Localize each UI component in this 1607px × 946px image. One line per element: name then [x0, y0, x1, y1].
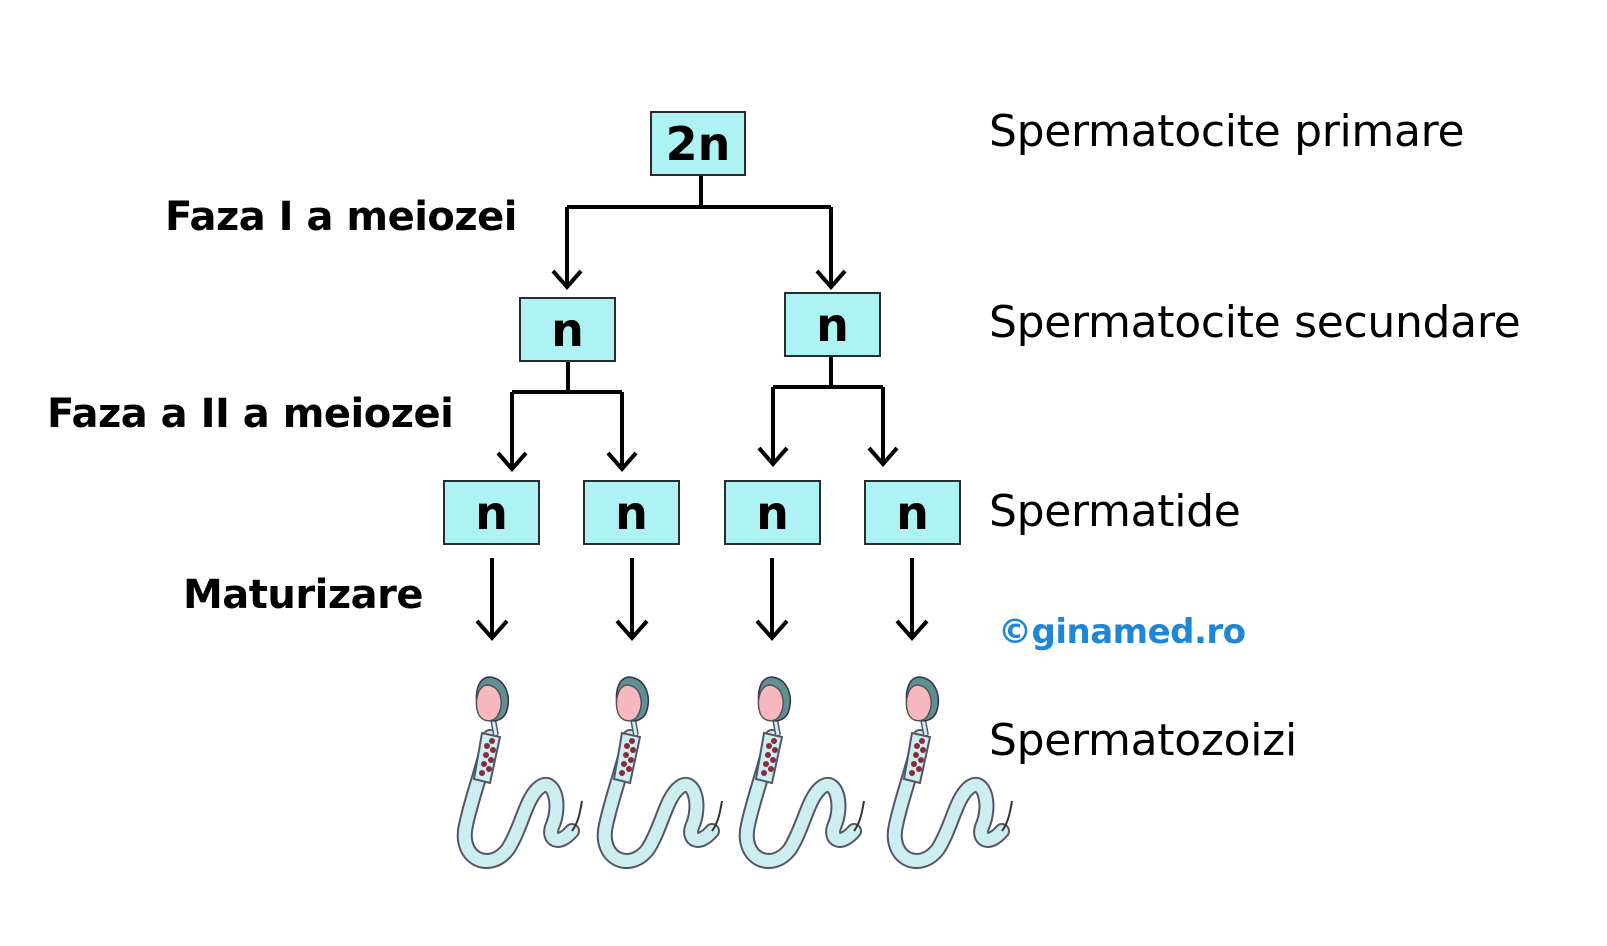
spermatozoon-icon-4 [895, 677, 1012, 861]
stage-label-primary: Spermatocite primare [989, 106, 1465, 157]
cell-box-secondary-left: n [519, 297, 616, 362]
stage-label-spermatids: Spermatide [989, 486, 1241, 537]
cell-box-primary: 2n [650, 111, 746, 176]
credit-watermark: ©ginamed.ro [998, 612, 1246, 652]
phase-label-meiosis-1: Faza I a meiozei [165, 194, 518, 240]
stage-label-spermatozoa: Spermatozoizi [989, 715, 1297, 766]
cell-box-spermatid-4: n [864, 480, 961, 545]
cell-box-spermatid-2: n [583, 480, 680, 545]
phase-label-meiosis-2: Faza a II a meiozei [47, 391, 454, 437]
cell-box-secondary-right: n [784, 292, 881, 357]
spermatozoon-icon-3 [747, 677, 864, 861]
cell-box-spermatid-3: n [724, 480, 821, 545]
cell-box-spermatid-1: n [443, 480, 540, 545]
phase-label-maturation: Maturizare [183, 572, 423, 618]
spermatozoon-icon-1 [465, 677, 582, 861]
spermatozoon-icon-2 [605, 677, 722, 861]
stage-label-secondary: Spermatocite secundare [989, 297, 1521, 348]
